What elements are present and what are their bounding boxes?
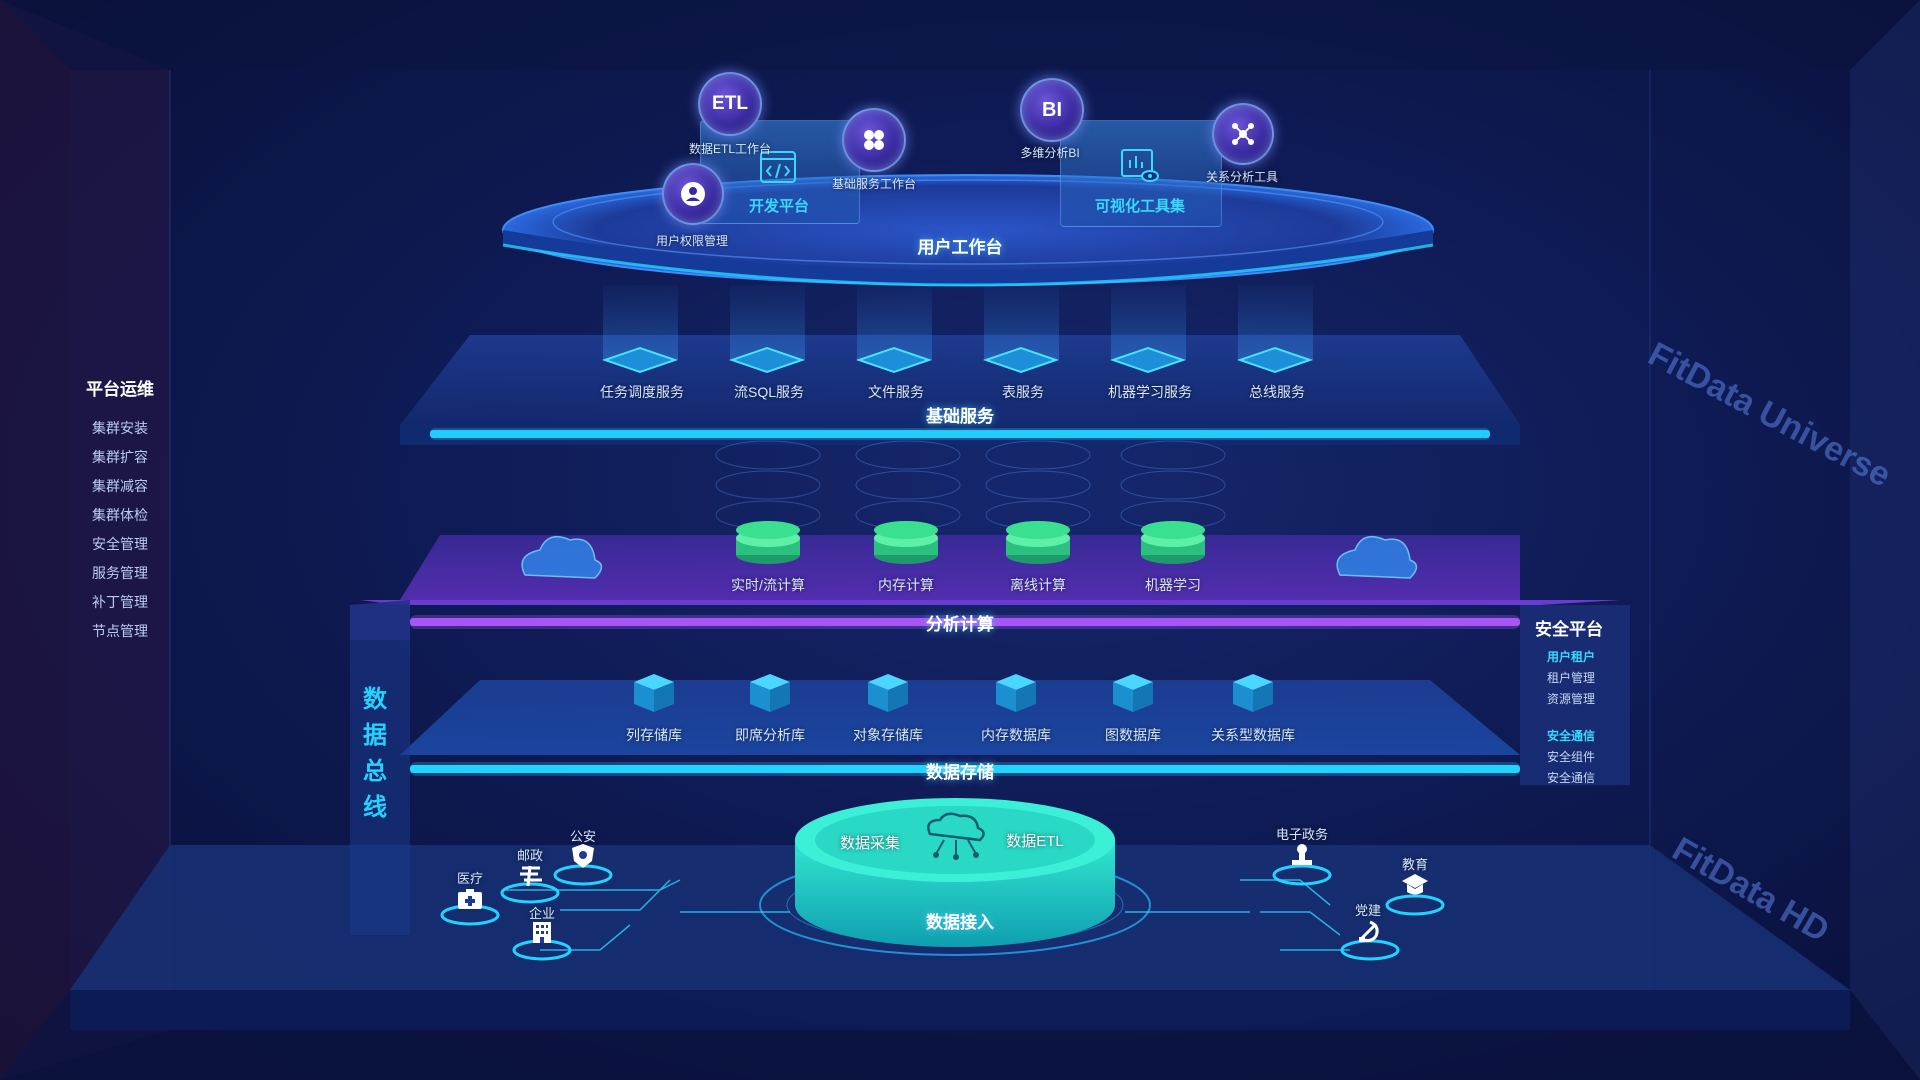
user-icon bbox=[681, 182, 705, 206]
service-label: 机器学习服务 bbox=[1108, 384, 1192, 400]
source-label: 邮政 bbox=[516, 848, 544, 863]
medical-icon[interactable] bbox=[457, 888, 483, 910]
etl-bubble-label: 数据ETL工作台 bbox=[688, 142, 772, 156]
cloud-network-icon bbox=[927, 812, 985, 860]
basic-service-bubble[interactable] bbox=[842, 108, 906, 172]
chart-eye-icon bbox=[1121, 149, 1159, 182]
data-bus-label: 数 据 总 线 bbox=[360, 682, 390, 826]
service-label: 任务调度服务 bbox=[600, 384, 684, 400]
stamp-icon[interactable] bbox=[1289, 842, 1315, 868]
police-shield-icon[interactable] bbox=[570, 843, 596, 869]
ops-sidebar-title: 平台运维 bbox=[86, 380, 154, 399]
security-item[interactable]: 安全通信 bbox=[1547, 771, 1596, 785]
relation-tool-bubble[interactable] bbox=[1212, 103, 1274, 165]
data-collect-label: 数据采集 bbox=[839, 835, 901, 852]
service-label: 文件服务 bbox=[868, 384, 924, 400]
compute-label: 内存计算 bbox=[878, 577, 934, 593]
user-permission-label: 用户权限管理 bbox=[655, 234, 729, 248]
bi-bubble-label: 多维分析BI bbox=[1020, 146, 1080, 160]
data-bus-char: 总 bbox=[363, 758, 387, 785]
security-item[interactable]: 租户管理 bbox=[1547, 671, 1596, 685]
storage-label: 列存储库 bbox=[626, 727, 682, 743]
source-label: 党建 bbox=[1354, 903, 1382, 918]
service-label: 总线服务 bbox=[1249, 384, 1305, 400]
storage-label: 图数据库 bbox=[1105, 727, 1161, 743]
ops-item[interactable]: 集群扩容 bbox=[92, 449, 148, 465]
compute-label: 实时/流计算 bbox=[731, 577, 805, 593]
postal-icon[interactable] bbox=[518, 864, 544, 888]
party-emblem-icon[interactable] bbox=[1356, 918, 1382, 944]
building-icon[interactable] bbox=[530, 920, 554, 944]
code-icon bbox=[760, 151, 796, 183]
analytics-title: 分析计算 bbox=[926, 615, 994, 634]
user-workbench-title: 用户工作台 bbox=[917, 238, 1003, 257]
relation-tool-label: 关系分析工具 bbox=[1205, 170, 1279, 184]
ops-item[interactable]: 集群安装 bbox=[92, 420, 148, 436]
compute-label: 离线计算 bbox=[1010, 577, 1066, 593]
dev-platform-label: 开发平台 bbox=[748, 198, 810, 215]
source-label: 教育 bbox=[1401, 857, 1429, 872]
compute-label: 机器学习 bbox=[1145, 577, 1201, 593]
ops-item[interactable]: 集群体检 bbox=[92, 507, 148, 523]
source-label: 企业 bbox=[528, 906, 556, 921]
network-icon bbox=[1232, 123, 1254, 145]
security-group-head: 用户租户 bbox=[1547, 650, 1596, 664]
ops-item[interactable]: 节点管理 bbox=[92, 623, 148, 639]
source-label: 医疗 bbox=[456, 871, 484, 886]
bi-bubble[interactable]: BI bbox=[1020, 78, 1084, 142]
user-permission-bubble[interactable] bbox=[662, 163, 724, 225]
data-bus-char: 线 bbox=[363, 794, 387, 821]
data-access-title: 数据接入 bbox=[926, 913, 994, 932]
viz-toolkit-card[interactable] bbox=[1060, 120, 1222, 227]
source-label: 公安 bbox=[569, 829, 597, 844]
security-item[interactable]: 安全组件 bbox=[1547, 750, 1596, 764]
storage-label: 关系型数据库 bbox=[1211, 727, 1295, 743]
data-bus-char: 数 bbox=[363, 686, 387, 713]
data-bus-char: 据 bbox=[363, 722, 387, 749]
storage-label: 内存数据库 bbox=[981, 727, 1051, 743]
ops-item[interactable]: 补丁管理 bbox=[92, 594, 148, 610]
storage-label: 对象存储库 bbox=[853, 727, 923, 743]
graduation-cap-icon[interactable] bbox=[1401, 872, 1429, 898]
source-label: 电子政务 bbox=[1275, 827, 1329, 842]
service-label: 表服务 bbox=[1002, 384, 1044, 400]
security-item[interactable]: 资源管理 bbox=[1547, 692, 1596, 706]
security-group-head: 安全通信 bbox=[1547, 729, 1596, 743]
viz-toolkit-label: 可视化工具集 bbox=[1094, 198, 1186, 215]
ops-item[interactable]: 集群减容 bbox=[92, 478, 148, 494]
basic-service-label: 基础服务工作台 bbox=[831, 177, 917, 191]
ops-item[interactable]: 安全管理 bbox=[92, 536, 148, 552]
security-title: 安全平台 bbox=[1535, 620, 1603, 639]
etl-bubble[interactable]: ETL bbox=[698, 72, 762, 136]
storage-title: 数据存储 bbox=[926, 763, 994, 782]
cloud-icon bbox=[521, 535, 1418, 579]
basic-services-title: 基础服务 bbox=[926, 407, 994, 426]
service-label: 流SQL服务 bbox=[733, 384, 805, 400]
storage-label: 即席分析库 bbox=[735, 727, 805, 743]
security-panel: 安全平台 用户租户 租户管理 资源管理 安全通信 安全组件 安全通信 bbox=[1535, 615, 1625, 790]
data-etl-label: 数据ETL bbox=[1006, 833, 1064, 850]
grid-icon bbox=[864, 130, 884, 150]
ops-item[interactable]: 服务管理 bbox=[92, 565, 148, 581]
ops-sidebar: 平台运维 集群安装 集群扩容 集群减容 集群体检 安全管理 服务管理 补丁管理 … bbox=[86, 375, 154, 650]
